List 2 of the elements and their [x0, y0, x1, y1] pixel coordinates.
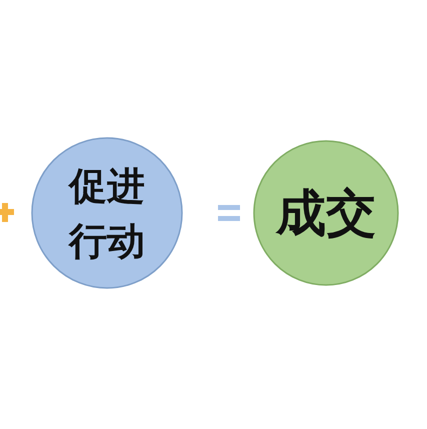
circle-label: 成交 [274, 182, 377, 244]
circle-label: 促进行动 [67, 162, 146, 265]
